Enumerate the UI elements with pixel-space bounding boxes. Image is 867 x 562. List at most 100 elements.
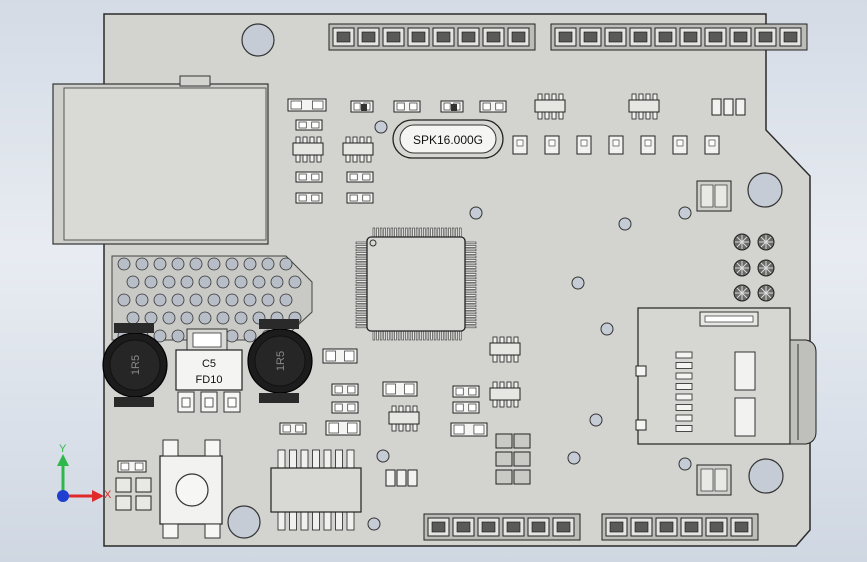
sd-pin xyxy=(675,383,693,390)
sd-pin xyxy=(675,362,693,369)
pad xyxy=(711,98,722,116)
via xyxy=(279,257,293,271)
ic-pin xyxy=(323,449,332,469)
via xyxy=(279,293,293,307)
smd-component xyxy=(295,192,323,204)
via xyxy=(135,293,149,307)
smd-passives xyxy=(117,98,507,473)
soic-chips xyxy=(292,93,660,432)
pad xyxy=(407,469,418,487)
smd-component xyxy=(346,192,374,204)
via xyxy=(162,275,176,289)
via xyxy=(270,275,284,289)
soic-chip xyxy=(628,93,660,120)
test-point xyxy=(618,217,632,231)
via xyxy=(171,329,185,343)
via xyxy=(117,293,131,307)
test-point xyxy=(571,276,585,290)
via xyxy=(243,257,257,271)
smd-component xyxy=(295,171,323,183)
via xyxy=(207,257,221,271)
power-pad xyxy=(696,464,732,496)
smd-component xyxy=(452,401,480,414)
sd-pin xyxy=(675,351,693,359)
pad xyxy=(135,495,152,511)
header-bottom-right xyxy=(601,513,759,541)
crystal-label: SPK16.000G xyxy=(413,133,483,147)
via xyxy=(117,257,131,271)
smd-component xyxy=(325,420,361,436)
led xyxy=(640,135,656,155)
via xyxy=(234,311,248,325)
test-point xyxy=(367,517,381,531)
ic-pin xyxy=(346,511,355,531)
via xyxy=(144,311,158,325)
soic-chip xyxy=(534,93,566,120)
via xyxy=(153,329,167,343)
smd-component xyxy=(331,401,359,414)
via xyxy=(216,311,230,325)
via xyxy=(288,275,302,289)
ic-pin xyxy=(277,449,286,469)
regulator: C5 FD10 xyxy=(175,328,243,413)
smd-component xyxy=(287,98,327,112)
tactile-switch xyxy=(159,439,223,539)
via xyxy=(126,311,140,325)
mounting-hole xyxy=(747,172,783,208)
pad xyxy=(495,469,513,485)
via xyxy=(189,293,203,307)
via xyxy=(243,329,257,343)
ic-pin xyxy=(300,511,309,531)
y-axis-label: Y xyxy=(59,443,67,455)
via xyxy=(126,275,140,289)
pad xyxy=(495,433,513,449)
smd-component xyxy=(331,383,359,396)
soic-chip xyxy=(342,136,374,163)
axis-triad: Y X xyxy=(57,443,112,502)
test-point xyxy=(374,120,388,134)
via xyxy=(135,257,149,271)
led xyxy=(512,135,528,155)
pad xyxy=(115,495,132,511)
soic-chip xyxy=(388,405,420,432)
trimmer xyxy=(733,284,751,302)
ic-pin xyxy=(289,449,297,469)
smd-component xyxy=(479,100,507,113)
ic-pin xyxy=(289,511,297,531)
via xyxy=(234,275,248,289)
mounting-hole xyxy=(748,458,784,494)
mounting-holes xyxy=(227,23,784,539)
via xyxy=(162,311,176,325)
test-point xyxy=(567,451,581,465)
led xyxy=(672,135,688,155)
sd-pin xyxy=(675,393,693,401)
soic-chip xyxy=(489,381,521,408)
mounting-hole xyxy=(241,23,275,57)
via xyxy=(153,293,167,307)
via xyxy=(225,293,239,307)
pad xyxy=(135,477,152,493)
ic-pin xyxy=(300,449,309,469)
soic-chip xyxy=(489,336,521,363)
via xyxy=(216,275,230,289)
sd-card-holder xyxy=(635,307,817,445)
ic-pin xyxy=(335,449,343,469)
led xyxy=(544,135,560,155)
sd-pin xyxy=(675,425,693,432)
ic-pin xyxy=(312,449,320,469)
via xyxy=(243,293,257,307)
x-axis-label: X xyxy=(104,489,112,501)
via xyxy=(252,275,266,289)
inductor-right: 1R5 xyxy=(247,319,313,403)
inductor-left-marking: 1R5 xyxy=(130,355,142,375)
inductor-left: 1R5 xyxy=(102,323,168,407)
via xyxy=(198,275,212,289)
pad xyxy=(385,469,396,487)
test-point xyxy=(600,322,614,336)
trimmer xyxy=(733,259,751,277)
inductor-right-marking: 1R5 xyxy=(275,351,287,371)
led xyxy=(704,135,720,155)
sd-pin xyxy=(675,404,693,411)
smd-component xyxy=(452,385,480,398)
